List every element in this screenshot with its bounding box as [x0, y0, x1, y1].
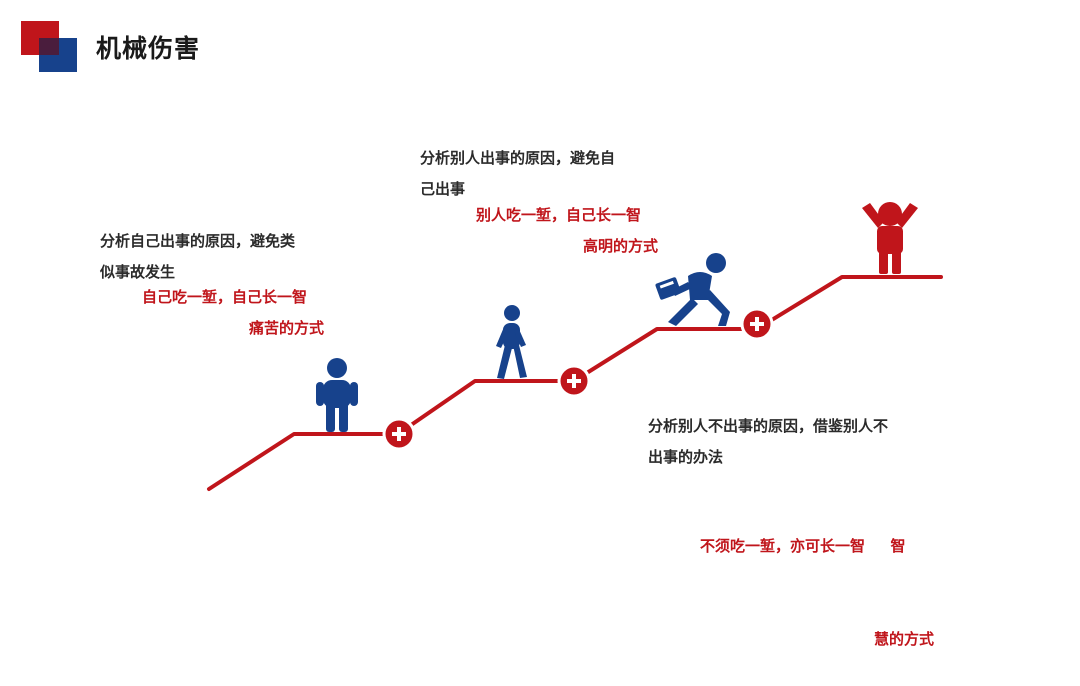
step1-highlight-line1: 自己吃一堑，自己长一智 — [142, 288, 308, 306]
plus-circle-icon — [382, 417, 416, 451]
step3-desc-line2: 出事的办法 — [648, 448, 724, 466]
person-running-briefcase-icon — [655, 253, 730, 326]
step2-highlight-line1: 别人吃一堑，自己长一智 — [476, 206, 642, 224]
step1-highlight-line2: 痛苦的方式 — [249, 319, 325, 337]
staircase-diagram — [207, 202, 943, 491]
person-celebrating-icon — [862, 202, 918, 274]
step2-description: 分析别人出事的原因，避免自 己出事 — [420, 143, 615, 205]
plus-circle-icon — [557, 364, 591, 398]
person-walking-icon — [496, 305, 527, 379]
step1-desc-line1: 分析自己出事的原因，避免类 — [100, 232, 296, 250]
step3-highlight: 不须吃一堑，亦可长一智 智 慧的方式 — [700, 469, 934, 686]
step2-highlight-line2: 高明的方式 — [583, 237, 659, 255]
person-standing-icon — [316, 358, 358, 432]
page-title: 机械伤害 — [96, 34, 201, 63]
step1-desc-line2: 似事故发生 — [100, 263, 176, 281]
step3-highlight-line1: 不须吃一堑，亦可长一智 智 — [700, 537, 906, 555]
step2-desc-line2: 己出事 — [420, 180, 466, 198]
step3-desc-line1: 分析别人不出事的原因，借鉴别人不 — [648, 417, 889, 435]
step2-desc-line1: 分析别人出事的原因，避免自 — [420, 149, 616, 167]
step3-description: 分析别人不出事的原因，借鉴别人不 出事的办法 — [648, 411, 888, 473]
step3-highlight-line2: 慧的方式 — [874, 630, 935, 648]
step1-description: 分析自己出事的原因，避免类 似事故发生 — [100, 226, 295, 288]
plus-circle-icon — [740, 307, 774, 341]
logo-overlap — [39, 38, 59, 55]
step1-highlight: 自己吃一堑，自己长一智 痛苦的方式 — [142, 282, 324, 344]
step2-highlight: 别人吃一堑，自己长一智 高明的方式 — [476, 200, 658, 262]
